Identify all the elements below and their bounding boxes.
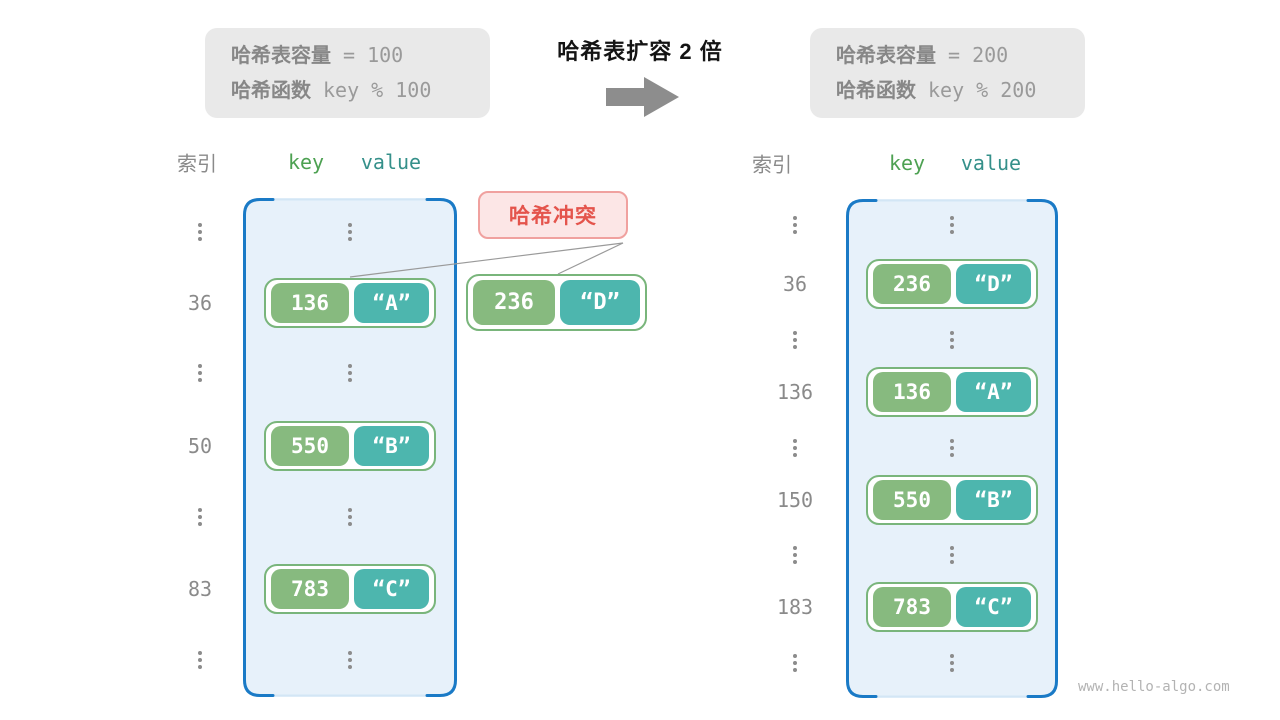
right-index-0: 36 xyxy=(782,272,808,296)
ellipsis-dots xyxy=(198,651,202,669)
pair-value: “A” xyxy=(956,372,1031,412)
pair-key: 236 xyxy=(873,264,951,304)
pair-value: “C” xyxy=(354,569,429,609)
pair-value: “B” xyxy=(354,426,429,466)
ellipsis-dots xyxy=(950,546,954,564)
hash-function-row: 哈希函数 key % 200 xyxy=(836,76,1085,105)
hash-function-value: key % 200 xyxy=(928,78,1037,102)
pair-key: 783 xyxy=(873,587,951,627)
right-pair-2: 550 “B” xyxy=(866,475,1038,525)
capacity-row: 哈希表容量 = 200 xyxy=(836,41,1085,70)
ellipsis-dots xyxy=(793,546,797,564)
left-index-header: 索引 xyxy=(177,153,217,176)
pair-value: “D” xyxy=(560,280,640,325)
left-value-header: value xyxy=(360,150,422,174)
right-pair-3: 783 “C” xyxy=(866,582,1038,632)
right-index-3: 183 xyxy=(776,595,814,619)
pair-value: “B” xyxy=(956,480,1031,520)
collision-label: 哈希冲突 xyxy=(478,191,628,239)
left-key-header: key xyxy=(287,150,325,174)
left-index-0: 36 xyxy=(187,291,213,315)
capacity-label: 哈希表容量 xyxy=(836,45,936,67)
pair-key: 783 xyxy=(271,569,349,609)
resize-title: 哈希表扩容 2 倍 xyxy=(557,39,723,64)
left-pair-0: 136 “A” xyxy=(264,278,436,328)
ellipsis-dots xyxy=(793,216,797,234)
ellipsis-dots xyxy=(950,654,954,672)
ellipsis-dots xyxy=(793,654,797,672)
pair-key: 136 xyxy=(873,372,951,412)
pair-value: “A” xyxy=(354,283,429,323)
collision-pair: 236 “D” xyxy=(466,274,647,331)
left-index-2: 83 xyxy=(187,577,213,601)
watermark: www.hello-algo.com xyxy=(1078,679,1230,695)
right-pair-0: 236 “D” xyxy=(866,259,1038,309)
capacity-value: = 200 xyxy=(948,43,1009,67)
right-value-header: value xyxy=(960,151,1022,175)
left-index-1: 50 xyxy=(187,434,213,458)
hash-function-label: 哈希函数 xyxy=(836,80,916,102)
pair-key: 236 xyxy=(473,280,555,325)
hash-function-label: 哈希函数 xyxy=(231,80,311,102)
capacity-value: = 100 xyxy=(343,43,404,67)
left-pair-2: 783 “C” xyxy=(264,564,436,614)
bracket-border xyxy=(243,198,457,697)
right-key-header: key xyxy=(888,151,926,175)
ellipsis-dots xyxy=(348,508,352,526)
right-index-2: 150 xyxy=(776,488,814,512)
capacity-label: 哈希表容量 xyxy=(231,45,331,67)
pair-value: “D” xyxy=(956,264,1031,304)
pair-key: 550 xyxy=(873,480,951,520)
pair-key: 136 xyxy=(271,283,349,323)
after-capacity-box: 哈希表容量 = 200 哈希函数 key % 200 xyxy=(810,28,1085,118)
arrow-right-icon xyxy=(606,77,679,117)
hash-function-row: 哈希函数 key % 100 xyxy=(231,76,490,105)
right-index-header: 索引 xyxy=(752,154,792,177)
ellipsis-dots xyxy=(198,364,202,382)
capacity-row: 哈希表容量 = 100 xyxy=(231,41,490,70)
before-capacity-box: 哈希表容量 = 100 哈希函数 key % 100 xyxy=(205,28,490,118)
pair-key: 550 xyxy=(271,426,349,466)
ellipsis-dots xyxy=(198,508,202,526)
ellipsis-dots xyxy=(348,651,352,669)
ellipsis-dots xyxy=(950,331,954,349)
ellipsis-dots xyxy=(348,364,352,382)
ellipsis-dots xyxy=(950,216,954,234)
hash-function-value: key % 100 xyxy=(323,78,432,102)
ellipsis-dots xyxy=(793,331,797,349)
ellipsis-dots xyxy=(793,439,797,457)
right-pair-1: 136 “A” xyxy=(866,367,1038,417)
ellipsis-dots xyxy=(950,439,954,457)
pair-value: “C” xyxy=(956,587,1031,627)
right-index-1: 136 xyxy=(776,380,814,404)
ellipsis-dots xyxy=(348,223,352,241)
ellipsis-dots xyxy=(198,223,202,241)
left-pair-1: 550 “B” xyxy=(264,421,436,471)
bracket-border xyxy=(846,199,1058,698)
